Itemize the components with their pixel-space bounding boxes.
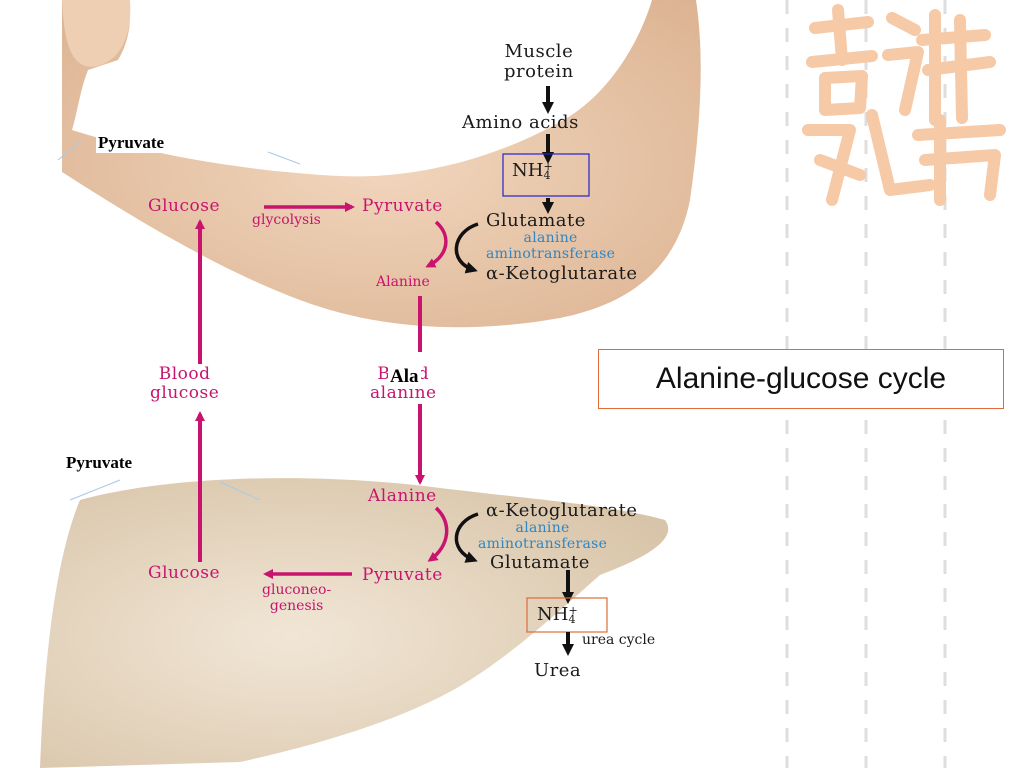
label-liver-glutamate: Glutamate: [490, 552, 590, 573]
label-amino-acids: Amino acids: [462, 112, 579, 133]
label-liver-enzyme-2: aminotransferase: [478, 536, 608, 552]
overlay-pyruvate-mid: Pyruvate: [64, 453, 135, 473]
arm-illustration: [62, 0, 701, 328]
label-urea-cycle: urea cycle: [582, 632, 656, 648]
label-muscle-protein-1: Muscle: [504, 41, 574, 62]
overlay-ala-partial: Ala: [388, 366, 421, 388]
label-muscle-enzyme-1: alanine: [523, 230, 578, 246]
label-liver-nh4: NH+4: [537, 604, 578, 626]
label-liver-enzyme-1: alanine: [515, 520, 570, 536]
liver-curve-ala-pyr: [427, 506, 449, 562]
label-muscle-glucose: Glucose: [148, 196, 221, 216]
label-muscle-alanine: Alanine: [376, 274, 430, 290]
label-muscle-nh4: NH+4: [512, 160, 553, 182]
label-gluconeo-2: genesis: [269, 598, 324, 614]
muscle-curve-pyr-ala: [425, 220, 448, 268]
label-blood-glucose-2: glucose: [150, 383, 220, 403]
label-liver-pyruvate: Pyruvate: [362, 565, 443, 585]
label-muscle-glutamate: Glutamate: [486, 210, 586, 231]
label-liver-glucose: Glucose: [148, 563, 221, 583]
label-liver-alanine: Alanine: [368, 486, 437, 506]
label-blood-alanine-2: alanine: [370, 383, 437, 403]
slide-title: Alanine-glucose cycle: [598, 349, 1004, 409]
label-urea: Urea: [534, 660, 582, 681]
label-muscle-enzyme-2: aminotransferase: [486, 246, 616, 262]
liver-curve-akg-glu: [454, 512, 479, 563]
label-liver-ketoglutarate: α-Ketoglutarate: [486, 500, 638, 521]
label-glycolysis: glycolysis: [252, 212, 321, 228]
label-gluconeo-1: gluconeo-: [262, 582, 332, 598]
label-muscle-ketoglutarate: α-Ketoglutarate: [486, 263, 638, 284]
liver-illustration: [40, 478, 669, 768]
calligraphy-decor: [802, 4, 1006, 206]
muscle-nh4-box: [502, 153, 590, 197]
label-muscle-protein-2: protein: [504, 61, 574, 82]
muscle-curve-glu-akg: [454, 222, 479, 274]
label-blood-glucose-1: Blood: [158, 364, 211, 384]
label-muscle-pyruvate: Pyruvate: [362, 196, 443, 216]
overlay-pyruvate-top: Pyruvate: [96, 133, 167, 153]
